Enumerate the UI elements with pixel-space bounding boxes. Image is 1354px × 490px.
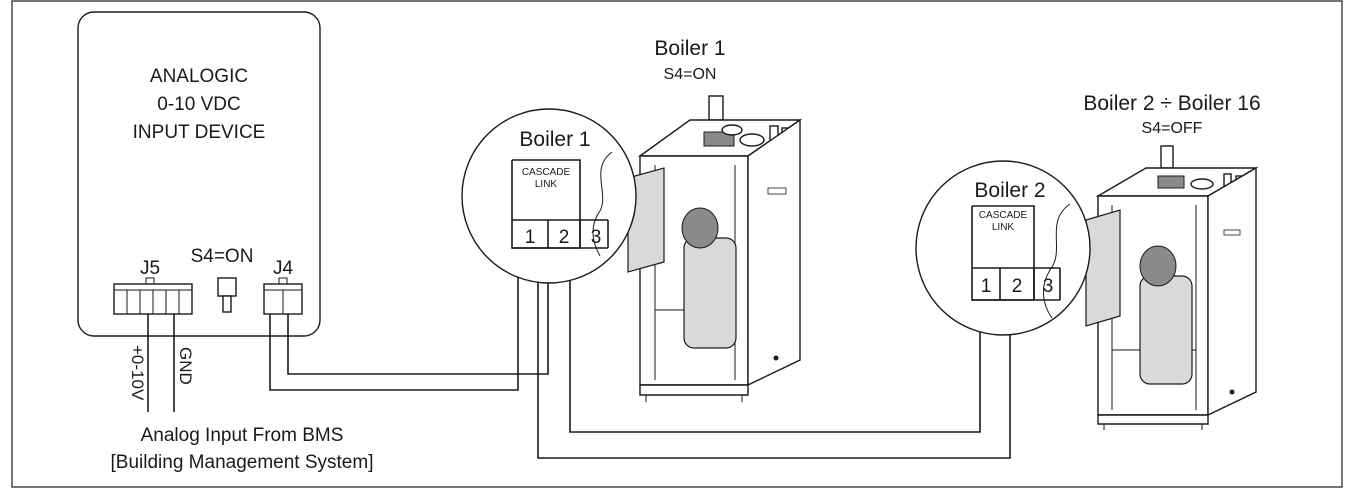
boiler-2: Boiler 2 ÷ Boiler 16 S4=OFF [1083,92,1261,430]
boiler-2-terminal-2: 2 [1012,276,1023,297]
boiler-2-door [1085,209,1121,327]
boiler-2-zoom-circle [915,160,1091,336]
boiler-1-zoom-circle [461,108,637,284]
j5-connector: J5 [113,258,193,315]
boiler-2-burner [1139,245,1177,287]
boiler-2-flue [1160,145,1174,169]
bms-caption-line-1: Analog Input From BMS [141,425,344,446]
boiler-2-terminal-1: 1 [981,276,992,297]
boiler-2-tank [1139,275,1193,385]
boiler-2-title: Boiler 2 ÷ Boiler 16 [1083,92,1260,115]
boiler-1-title: Boiler 1 [654,37,725,60]
switch-body [217,277,237,297]
signal-label: +0-10V [128,345,147,401]
boiler-1-zoom-title: Boiler 1 [519,128,590,151]
boiler-2-fitting [1157,175,1185,189]
bms-caption-line-2: [Building Management System] [111,452,374,473]
s4-switch: S4=ON [191,246,254,313]
wire-j4-b-to-b1-t2 [287,248,549,375]
j4-label: J4 [273,258,294,279]
boiler-1-terminal-1: 1 [525,227,536,248]
boiler-1-terminal-3: 3 [591,227,602,248]
gnd-label: GND [176,347,195,385]
boiler-1-burner [681,207,719,249]
boiler-1-cut-line [592,151,613,257]
boiler-1-setting: S4=ON [664,66,717,83]
device-title-line-3: INPUT DEVICE [133,122,266,143]
boiler-2-zoom-title: Boiler 2 [974,179,1045,202]
switch-lever [222,295,232,313]
input-device-housing [77,11,321,337]
device-title-line-2: 0-10 VDC [157,94,240,115]
boiler-1-fitting [703,131,735,147]
device-title-line-1: ANALOGIC [150,66,248,87]
boiler-1-link-line-2: LINK [535,179,558,190]
boiler-1-flue [708,95,724,121]
boiler-1-link-line-1: CASCADE [522,167,571,178]
j4-connector: J4 [263,258,303,315]
boiler-1-side [747,118,801,387]
boiler-2-side [1207,166,1257,417]
boiler-2-terminal-3: 3 [1043,276,1054,297]
boiler-2-setting: S4=OFF [1142,120,1203,137]
boiler-1-zoom: Boiler 1 CASCADE LINK 1 2 3 [461,108,637,284]
boiler-1-tank [683,237,737,349]
input-device: ANALOGIC 0-10 VDC INPUT DEVICE J5 S4=ON … [77,11,321,412]
boiler-2-cut-line [1043,203,1071,319]
boiler-2-link-line-1: CASCADE [979,210,1028,221]
boiler-2-link-line-2: LINK [992,222,1015,233]
boiler-1-door [627,167,665,273]
device-switch-label: S4=ON [191,246,254,267]
boiler-1-terminal-2: 2 [559,227,570,248]
boiler-2-zoom: Boiler 2 CASCADE LINK 1 2 3 [915,160,1091,336]
wire-j4-a-to-b1-t1 [269,248,519,391]
j5-label: J5 [140,258,160,279]
diagram-frame [11,0,1343,488]
boiler-1: Boiler 1 S4=ON [627,37,803,402]
